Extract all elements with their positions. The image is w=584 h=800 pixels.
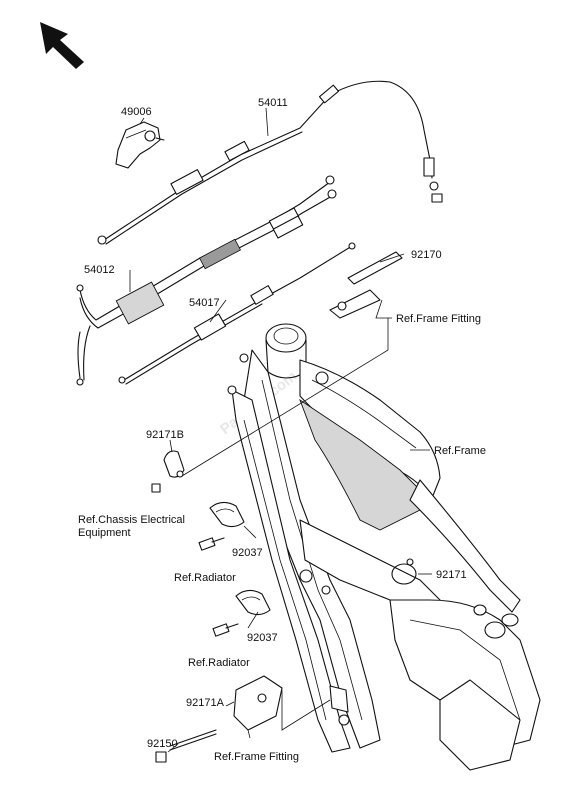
label-92171a: 92171A (186, 697, 225, 709)
label-ref-frame-fitting-bottom: Ref.Frame Fitting (214, 751, 299, 763)
clamp-92037-upper (198, 501, 245, 551)
clutch-cable-54011 (97, 80, 443, 245)
label-49006: 49006 (121, 106, 152, 118)
label-ref-frame-fitting-top: Ref.Frame Fitting (396, 313, 481, 325)
band-92171 (391, 558, 417, 585)
hot-start-cable-54017 (118, 242, 356, 385)
bolt-small (151, 483, 161, 493)
arrow-up-left-icon (40, 22, 84, 69)
bracket-92171a (233, 675, 283, 731)
cable-guide-92170 (329, 251, 403, 319)
label-54017: 54017 (189, 297, 220, 309)
bolt-92150 (155, 729, 217, 763)
label-54011: 54011 (258, 97, 288, 109)
label-ref-chassis-line1: Ref.Chassis Electrical (78, 514, 185, 526)
clamp-92037-lower (212, 589, 271, 637)
label-54012: 54012 (84, 264, 115, 276)
label-ref-frame: Ref.Frame (434, 445, 486, 457)
label-92170: 92170 (411, 249, 442, 261)
label-ref-radiator-upper: Ref.Radiator (174, 572, 236, 584)
label-92150: 92150 (147, 738, 178, 750)
label-ref-chassis-line2: Equipment (78, 527, 131, 539)
lever-holder-49006 (115, 121, 165, 169)
frame (227, 323, 541, 771)
label-92037-lower: 92037 (247, 632, 278, 644)
label-92037-upper: 92037 (232, 547, 263, 559)
throttle-cable-54012 (76, 175, 337, 386)
label-92171b: 92171B (146, 429, 184, 441)
clamp-92171b (163, 450, 185, 478)
label-ref-radiator-lower: Ref.Radiator (188, 657, 250, 669)
label-92171: 92171 (436, 569, 467, 581)
leader-lines (129, 107, 432, 753)
